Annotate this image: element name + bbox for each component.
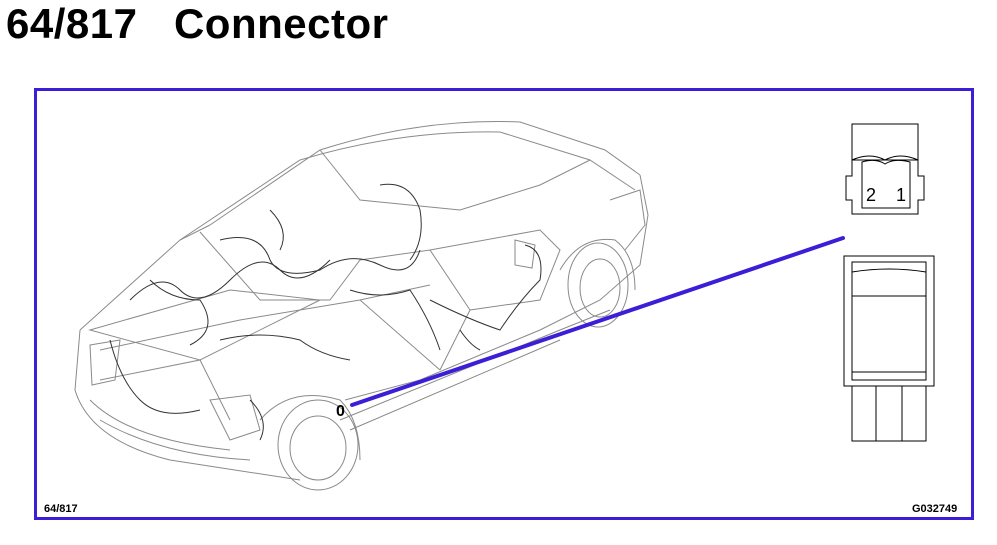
connector-side-icon <box>843 255 935 442</box>
location-marker: 0 <box>336 403 345 420</box>
diagram-reference-left: 64/817 <box>44 503 78 515</box>
connector-face-icon <box>845 123 925 215</box>
pin-1-label: 1 <box>896 185 906 205</box>
car-wiring-illustration <box>74 121 649 491</box>
pointer-line <box>350 236 845 407</box>
wiring-harness <box>109 183 542 441</box>
pin-2-label: 2 <box>866 185 876 205</box>
diagram-frame <box>34 88 974 520</box>
diagram-reference-right: G032749 <box>912 503 958 515</box>
page-title: 64/817 Connector <box>6 0 389 47</box>
